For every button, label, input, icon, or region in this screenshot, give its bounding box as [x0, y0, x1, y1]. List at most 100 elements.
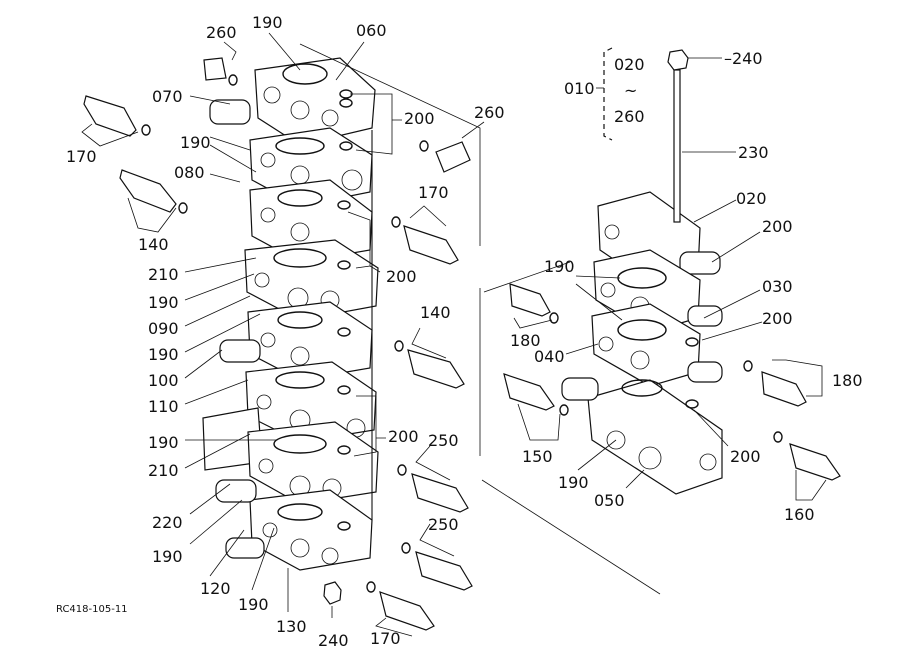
leader [184, 433, 251, 469]
leader [703, 289, 761, 319]
o-ring [401, 542, 411, 554]
leader [189, 95, 231, 105]
part-label-220: 220 [152, 513, 183, 532]
part-label-260: 260 [206, 23, 237, 42]
part-label-080: 080 [174, 163, 205, 182]
o-ring [277, 311, 323, 329]
part-label-150: 150 [522, 447, 553, 466]
port-hole [290, 538, 310, 558]
end-cover-050 [587, 379, 723, 495]
o-ring [549, 312, 559, 324]
relief-valve-160 [789, 443, 841, 481]
part-label-210: 210 [148, 461, 179, 480]
part-label-170: 170 [418, 183, 449, 202]
leader [184, 273, 255, 301]
leader [299, 43, 481, 246]
part-label-100: 100 [148, 371, 179, 390]
o-ring [273, 434, 327, 454]
small-o-rings-left [141, 74, 429, 593]
relief-valve-140-a [119, 169, 177, 213]
part-label-130: 130 [276, 617, 307, 636]
valve-section-120 [247, 421, 379, 505]
part-label-190: 190 [544, 257, 575, 276]
part-label-170: 170 [66, 147, 97, 166]
relief-valve-180-b [761, 371, 807, 407]
leader [350, 93, 402, 155]
leader [411, 327, 447, 359]
range-bracket [603, 47, 613, 141]
part-label-260: 260 [474, 103, 505, 122]
part-label-250: 250 [428, 515, 459, 534]
valve-section-130 [249, 489, 373, 571]
part-label-090: 090 [148, 319, 179, 338]
part-label-190: 190 [148, 345, 179, 364]
part-label-050: 050 [594, 491, 625, 510]
part-label-140: 140 [420, 303, 451, 322]
leader [268, 32, 301, 71]
relief-valve-140-b [407, 349, 465, 389]
part-label-200: 200 [730, 447, 761, 466]
valve-section-090 [244, 239, 379, 321]
leader [189, 499, 243, 545]
o-ring [773, 431, 783, 443]
part-label-170: 170 [370, 629, 401, 648]
leader [189, 483, 231, 515]
o-ring [277, 189, 323, 207]
spool-end [687, 305, 723, 327]
part-label-200: 200 [404, 109, 435, 128]
part-label-110: 110 [148, 397, 179, 416]
leader-lines-right [481, 47, 827, 595]
drawing-code: RC418-105-11 [56, 604, 128, 615]
o-ring-190-i [621, 379, 663, 397]
part-label-190: 190 [252, 13, 283, 32]
range-note-tilde: ~ [624, 81, 637, 100]
part-label-190: 190 [148, 433, 179, 452]
part-label-200: 200 [762, 217, 793, 236]
port-hole [262, 522, 278, 538]
o-ring [391, 216, 401, 228]
part-label-180: 180 [510, 331, 541, 350]
part-label-200: 200 [762, 309, 793, 328]
leader [693, 199, 737, 223]
o-ring [743, 360, 753, 372]
o-ring [337, 200, 351, 210]
spool-end [561, 377, 599, 401]
part-labels: 190 260 060 070 170 190 200 260 080 140 … [56, 13, 863, 650]
port-hole [604, 224, 620, 240]
port-hole [699, 453, 717, 471]
leader [184, 295, 251, 327]
port-hole [258, 458, 274, 474]
port-hole [260, 152, 276, 168]
leader [577, 439, 617, 471]
port-hole [321, 547, 339, 565]
o-ring [337, 385, 351, 395]
port-hole [260, 207, 276, 223]
relief-valve-170-b [403, 225, 459, 265]
plug-260-top [203, 57, 227, 81]
part-label-190: 190 [558, 473, 589, 492]
o-ring [394, 340, 404, 352]
leader-lines-left [81, 32, 485, 637]
right-valve-stack [561, 49, 723, 495]
o-ring [685, 399, 699, 409]
nut-240-bottom [323, 581, 342, 605]
o-ring-190-g [277, 503, 323, 521]
leader [461, 121, 485, 139]
leader [251, 527, 275, 591]
range-note-to: 260 [614, 107, 645, 126]
o-ring-190-top [282, 63, 328, 85]
spool-end [687, 361, 723, 383]
range-note-prefix: 010 [564, 79, 595, 98]
o-ring [339, 98, 353, 108]
o-ring [339, 141, 353, 151]
port-hole [263, 86, 281, 104]
o-ring [178, 202, 188, 214]
port-hole [260, 332, 276, 348]
part-label-190: 190 [148, 293, 179, 312]
part-label-020: 020 [736, 189, 767, 208]
port-hole [254, 272, 270, 288]
leader [223, 41, 237, 61]
leader [347, 211, 381, 273]
leader [795, 470, 827, 501]
